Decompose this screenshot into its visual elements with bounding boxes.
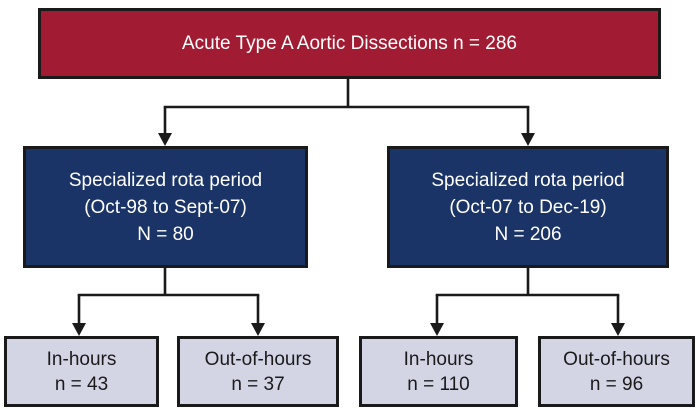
period-count: N = 80 (137, 223, 194, 245)
leaf-label: Out-of-hours (563, 348, 670, 370)
leaf-count: n = 110 (407, 373, 470, 395)
arrowhead-period-left (158, 133, 172, 146)
leaf-box-early-out-of-hours: Out-of-hours n = 37 (177, 336, 339, 407)
leaf-label: Out-of-hours (204, 348, 312, 370)
period-range: (Oct-07 to Dec-19) (449, 196, 607, 218)
leaf-label: In-hours (403, 348, 474, 370)
period-range: (Oct-98 to Sept-07) (84, 196, 247, 218)
arrowhead-leaf-2 (251, 323, 265, 336)
period-count: N = 206 (494, 223, 562, 245)
period-title: Specialized rota period (431, 169, 625, 191)
root-box: Acute Type A Aortic Dissections n = 286 (38, 8, 661, 79)
arrowhead-leaf-3 (430, 323, 444, 336)
period-box-early: Specialized rota period (Oct-98 to Sept-… (23, 146, 308, 268)
root-label: Acute Type A Aortic Dissections n = 286 (182, 32, 517, 54)
leaf-box-early-in-hours: In-hours n = 43 (4, 336, 159, 407)
arrowhead-period-right (521, 133, 535, 146)
leaf-label: In-hours (46, 348, 117, 370)
period-box-late: Specialized rota period (Oct-07 to Dec-1… (387, 146, 669, 268)
arrowhead-leaf-4 (611, 323, 625, 336)
leaf-count: n = 37 (231, 373, 285, 395)
arrowhead-leaf-1 (72, 323, 86, 336)
leaf-box-late-in-hours: In-hours n = 110 (359, 336, 518, 407)
leaf-box-late-out-of-hours: Out-of-hours n = 96 (538, 336, 695, 407)
leaf-count: n = 43 (54, 373, 109, 395)
period-title: Specialized rota period (68, 169, 263, 191)
leaf-count: n = 96 (589, 373, 644, 395)
